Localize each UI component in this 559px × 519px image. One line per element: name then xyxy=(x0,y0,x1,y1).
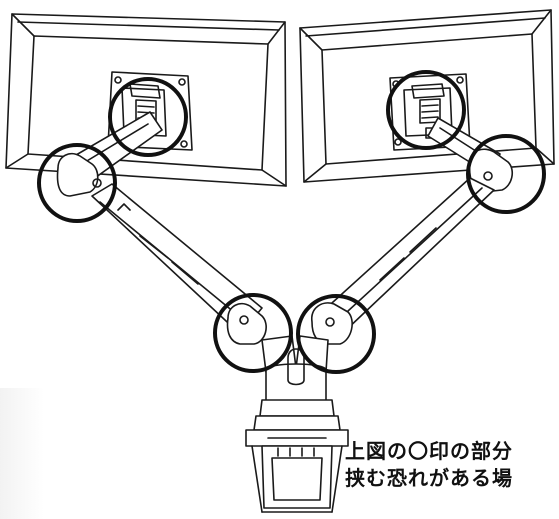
caption-line-2: 挟む恐れがある場 xyxy=(345,466,513,490)
edge-shading xyxy=(0,388,44,519)
pinch-point-callout-right-base xyxy=(296,294,376,374)
pole-and-clamp xyxy=(245,335,349,513)
caption-line-1: 上図の〇印の部分 xyxy=(345,439,513,463)
left-gas-spring-arm xyxy=(91,183,267,345)
pinch-point-callout-left-mount xyxy=(108,77,188,157)
left-upper-arm xyxy=(56,111,163,197)
pinch-point-callout-right-mount xyxy=(386,70,466,150)
pinch-point-callout-right-joint xyxy=(466,134,546,214)
right-upper-arm xyxy=(427,117,514,193)
pinch-point-callout-left-joint xyxy=(37,143,117,223)
pinch-point-callout-left-base xyxy=(213,293,293,373)
right-gas-spring-arm xyxy=(311,177,495,345)
